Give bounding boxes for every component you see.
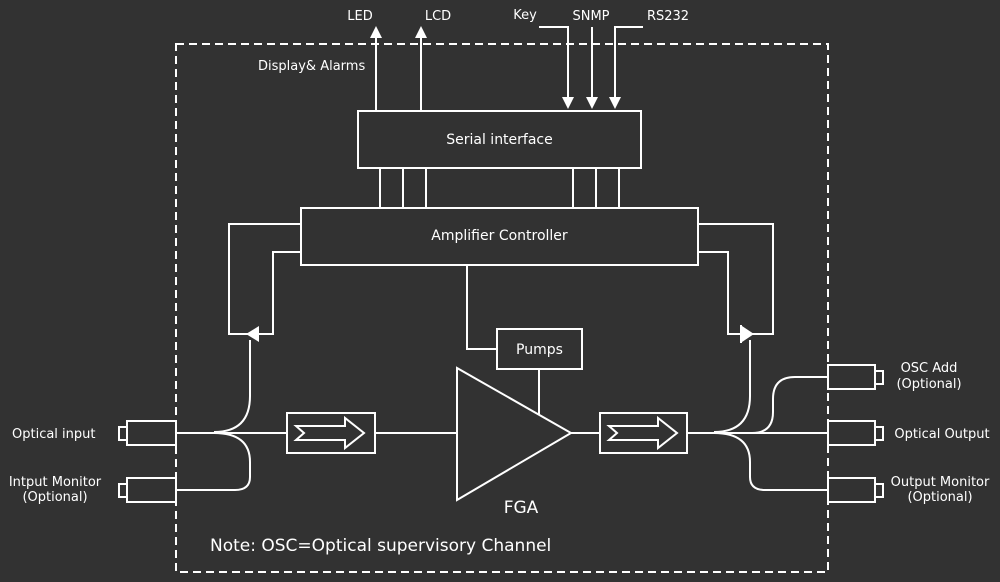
output-monitor-connector — [827, 477, 884, 503]
input-isolator — [286, 412, 376, 454]
serial-interface-label: Serial interface — [446, 132, 553, 148]
key-arrow — [539, 26, 574, 109]
input-monitor-label-line1: Intput Monitor — [9, 475, 102, 490]
lcd-arrow — [415, 26, 427, 111]
amplifier-controller-label: Amplifier Controller — [431, 228, 568, 244]
led-arrow — [370, 26, 382, 111]
amplifier-controller-box — [300, 207, 699, 266]
key-label: Key — [513, 8, 537, 23]
osc-add-tap — [751, 376, 828, 434]
input-monitor-connector — [118, 477, 177, 503]
rs232-label: RS232 — [647, 9, 689, 24]
pumps-box — [496, 328, 583, 370]
optical-input-label: Optical input — [12, 427, 96, 442]
osc-add-connector — [827, 364, 884, 390]
module-boundary — [175, 43, 829, 573]
display-alarms-label: Display& Alarms — [258, 59, 365, 74]
output-monitor-photodiode — [698, 223, 774, 433]
rs232-arrow — [609, 26, 643, 109]
led-label: LED — [347, 9, 372, 24]
snmp-label: SNMP — [572, 9, 609, 24]
output-isolator — [599, 412, 688, 454]
pumps-label: Pumps — [516, 342, 563, 358]
optical-output-label: Optical Output — [894, 427, 989, 442]
input-monitor-photodiode — [213, 223, 301, 433]
output-monitor-tap — [713, 432, 828, 491]
lcd-label: LCD — [425, 9, 451, 24]
osc-note: Note: OSC=Optical supervisory Channel — [210, 536, 551, 556]
input-monitor-tap — [176, 432, 251, 491]
optical-input-connector — [118, 420, 177, 446]
data-bus-left — [379, 168, 427, 208]
osc-add-label-line1: OSC Add — [901, 361, 958, 376]
serial-interface-box — [357, 110, 642, 169]
optical-output-connector — [827, 420, 884, 446]
fga-amplifier-triangle — [456, 366, 573, 502]
output-monitor-label-line2: (Optional) — [907, 490, 972, 505]
output-monitor-label-line1: Output Monitor — [891, 475, 990, 490]
controller-to-pumps-line — [466, 265, 497, 350]
data-bus-right — [572, 168, 620, 208]
snmp-arrow — [586, 27, 598, 109]
osc-add-label-line2: (Optional) — [896, 377, 961, 392]
input-monitor-label-line2: (Optional) — [22, 490, 87, 505]
fga-label: FGA — [504, 498, 539, 518]
